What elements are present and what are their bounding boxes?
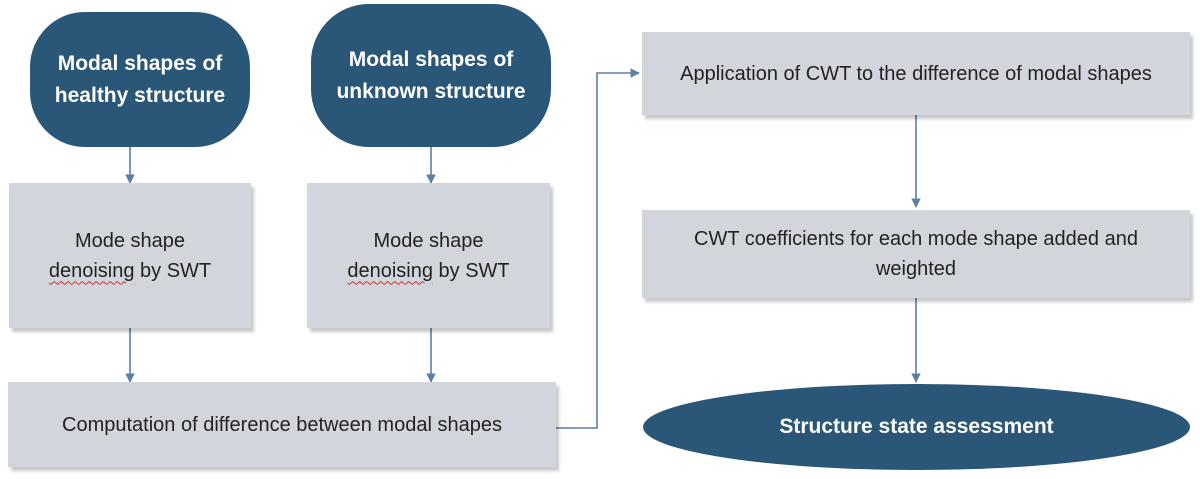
arrow-difference-to-cwt-apply <box>556 68 640 429</box>
denoise-right-box: Mode shape denoising by SWT <box>307 183 550 328</box>
cwt-coeffs-label: CWT coefficients for each mode shape add… <box>694 228 1138 280</box>
denoise-right-marked-word: denoising <box>347 259 433 282</box>
cwt-apply-box: Application of CWT to the difference of … <box>642 32 1190 115</box>
unknown-structure-label: Modal shapes of unknown structure <box>336 48 526 103</box>
healthy-structure-node: Modal shapes of healthy structure <box>30 12 250 147</box>
healthy-structure-label: Modal shapes of healthy structure <box>54 52 226 107</box>
denoise-left-marked-word: denoising <box>48 259 135 282</box>
difference-box: Computation of difference between modal … <box>8 382 556 467</box>
denoise-right-line2-rest: by SWT <box>432 259 510 282</box>
denoise-right-line1: Mode shape <box>373 229 484 252</box>
unknown-structure-node: Modal shapes of unknown structure <box>311 4 551 147</box>
cwt-apply-label: Application of CWT to the difference of … <box>680 62 1152 85</box>
denoise-left-box: Mode shape denoising by SWT <box>9 183 251 328</box>
structure-assessment-label: Structure state assessment <box>779 415 1054 439</box>
denoise-left-line1: Mode shape <box>74 229 186 252</box>
denoise-left-line2-rest: by SWT <box>134 259 212 282</box>
difference-label: Computation of difference between modal … <box>62 413 502 436</box>
structure-assessment-node: Structure state assessment <box>643 384 1190 470</box>
cwt-coeffs-box: CWT coefficients for each mode shape add… <box>642 210 1190 298</box>
